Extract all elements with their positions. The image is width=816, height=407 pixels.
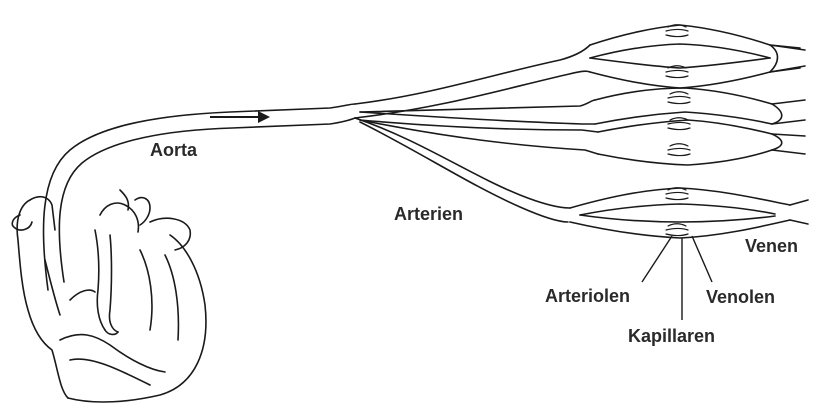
arteries-vessels [355,45,598,222]
leader-lines [642,236,712,320]
capillary-bed-bottom [570,188,790,238]
label-arterien: Arterien [394,205,463,223]
label-venen: Venen [745,237,798,255]
capillary-bed-middle [595,88,782,165]
label-venolen: Venolen [706,288,775,306]
label-aorta: Aorta [150,141,197,159]
heart-drawing [12,190,206,402]
aorta-vessel [43,104,355,290]
label-arteriolen: Arteriolen [545,287,630,305]
label-kapillaren: Kapillaren [628,327,715,345]
capillary-bed-top [590,25,800,88]
